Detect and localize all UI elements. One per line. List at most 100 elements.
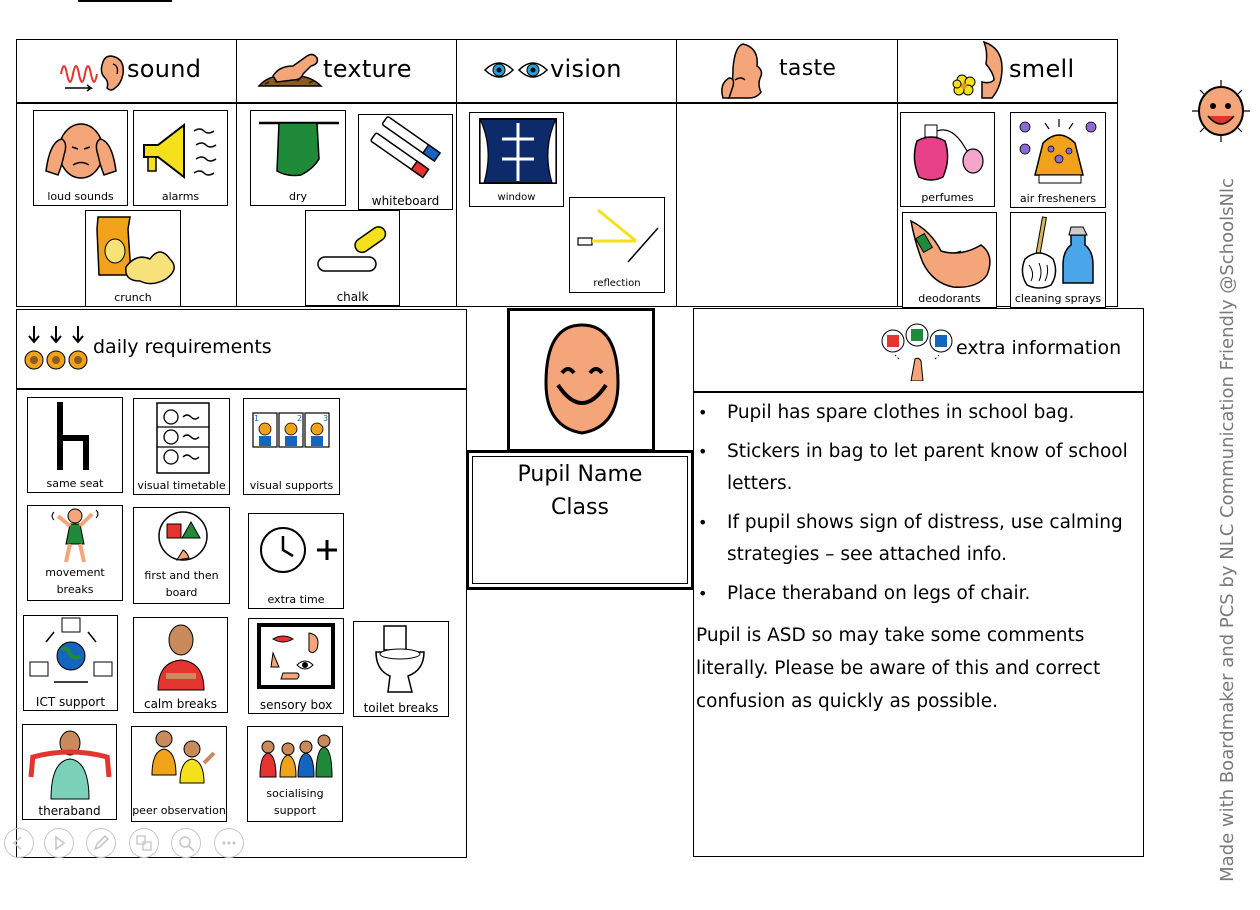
card-label: air fresheners xyxy=(1019,192,1097,205)
nose-smell-icon xyxy=(952,40,1003,99)
pupil-name-inner: Pupil Name Class xyxy=(472,456,688,584)
card-alarms: alarms xyxy=(133,110,228,206)
deodorant-icon xyxy=(909,219,991,288)
pen-icon[interactable] xyxy=(86,828,116,858)
card-label: loud sounds xyxy=(47,190,114,203)
tongue-taste-icon xyxy=(721,43,763,99)
back-icon[interactable] xyxy=(4,828,34,858)
more-icon[interactable] xyxy=(214,828,244,858)
card-chalk: chalk xyxy=(305,210,400,306)
senses-box-icon xyxy=(257,623,335,689)
extra-information-header: extra information xyxy=(694,309,1143,393)
card-ict-support: ICT support xyxy=(23,615,118,711)
card-label: theraband xyxy=(38,804,101,818)
smell-column: smell perfumes air fresheners xyxy=(898,40,1119,308)
taste-header: taste xyxy=(677,40,897,104)
top-rule xyxy=(78,0,172,2)
timetable-icon xyxy=(155,402,210,474)
card-visual-timetable: visual timetable xyxy=(133,398,230,495)
card-crunch: crunch xyxy=(85,210,181,307)
play-icon[interactable] xyxy=(44,828,74,858)
vision-column: vision window reflection xyxy=(457,40,677,306)
card-label: dry xyxy=(288,190,307,203)
pupil-name-box: Pupil Name Class xyxy=(466,450,694,590)
sound-header: sound xyxy=(17,40,236,104)
pupil-photo-box xyxy=(507,308,655,452)
ict-network-icon xyxy=(29,617,112,683)
card-calm-breaks: calm breaks xyxy=(133,617,228,713)
card-socialising-support: socialising support xyxy=(247,726,343,822)
watermark-text: Made with Boardmaker and PCS by NLC Comm… xyxy=(1217,178,1238,882)
chalk-icon xyxy=(316,226,386,272)
svg-text:2: 2 xyxy=(297,414,302,423)
card-label: first and then board xyxy=(144,569,219,599)
card-label: alarms xyxy=(161,190,200,203)
card-peer-observation: peer observation xyxy=(131,726,227,822)
extra-information-list: Pupil has spare clothes in school bag. S… xyxy=(694,397,1139,617)
list-item: Place theraband on legs of chair. xyxy=(694,578,1139,610)
list-item: Stickers in bag to let parent know of sc… xyxy=(694,436,1139,500)
card-label: socialising support xyxy=(266,787,324,817)
card-label: cleaning sprays xyxy=(1014,292,1102,305)
markers-icon xyxy=(369,116,441,179)
card-label: visual timetable xyxy=(137,479,226,492)
air-freshener-icon xyxy=(1019,119,1097,184)
sound-column: sound loud sounds alarms xyxy=(17,40,237,307)
card-deodorants: deodorants xyxy=(902,212,997,308)
vision-title: vision xyxy=(550,55,622,83)
card-label: whiteboard xyxy=(371,194,440,208)
eyes-icon xyxy=(483,62,549,78)
card-reflection: reflection xyxy=(569,197,665,293)
card-label: reflection xyxy=(593,278,641,289)
reflection-icon xyxy=(577,208,659,263)
card-extra-time: extra time xyxy=(248,513,344,609)
card-movement-breaks: movement breaks xyxy=(27,505,123,601)
covering-ears-icon xyxy=(44,123,117,179)
pupil-class: Class xyxy=(551,495,609,520)
toilet-icon xyxy=(375,625,425,693)
card-cleaning-sprays: cleaning sprays xyxy=(1010,212,1106,308)
card-perfumes: perfumes xyxy=(900,112,995,207)
texture-title: texture xyxy=(323,55,412,83)
zoom-icon[interactable] xyxy=(171,828,201,858)
card-loud-sounds: loud sounds xyxy=(33,110,128,206)
extra-information-panel: extra information Pupil has spare clothe… xyxy=(693,308,1144,857)
pupil-name: Pupil Name xyxy=(517,462,643,487)
hand-texture-icon xyxy=(257,53,323,87)
card-label: crunch xyxy=(114,291,152,304)
card-whiteboard: whiteboard xyxy=(358,114,453,210)
card-air-fresheners: air fresheners xyxy=(1010,112,1106,208)
crisps-icon xyxy=(96,216,175,285)
slides-icon[interactable] xyxy=(129,828,159,858)
logo-face-icon xyxy=(1192,80,1250,142)
card-label: calm breaks xyxy=(143,697,217,711)
first-then-icon xyxy=(157,511,208,561)
taste-column: taste xyxy=(677,40,898,306)
list-item: Pupil has spare clothes in school bag. xyxy=(694,397,1139,429)
daily-requirements-header: daily requirements xyxy=(17,310,466,390)
megaphone-icon xyxy=(142,122,216,180)
sound-title: sound xyxy=(127,55,202,83)
ear-sound-icon xyxy=(60,55,124,92)
peers-icon xyxy=(151,730,216,784)
smell-title: smell xyxy=(1009,55,1075,83)
card-first-and-then-board: first and then board xyxy=(133,507,230,604)
card-label: peer observation xyxy=(132,804,226,817)
sensory-grid: sound loud sounds alarms xyxy=(16,39,1119,308)
calm-person-icon xyxy=(156,624,205,691)
sensory-header-row xyxy=(17,40,1117,104)
theraband-icon xyxy=(28,730,111,800)
card-sensory-box: sensory box xyxy=(248,618,344,714)
card-label: visual supports xyxy=(249,479,334,492)
card-dry: dry xyxy=(250,110,346,206)
card-label: extra time xyxy=(267,593,325,606)
card-label: movement breaks xyxy=(45,566,105,596)
daily-requirements-title: daily requirements xyxy=(93,336,272,358)
smiley-face-icon xyxy=(544,323,620,435)
vision-header: vision xyxy=(457,40,676,104)
smell-header: smell xyxy=(898,40,1119,104)
extra-information-paragraph: Pupil is ASD so may take some comments l… xyxy=(696,625,1101,712)
group-icon xyxy=(259,734,333,778)
